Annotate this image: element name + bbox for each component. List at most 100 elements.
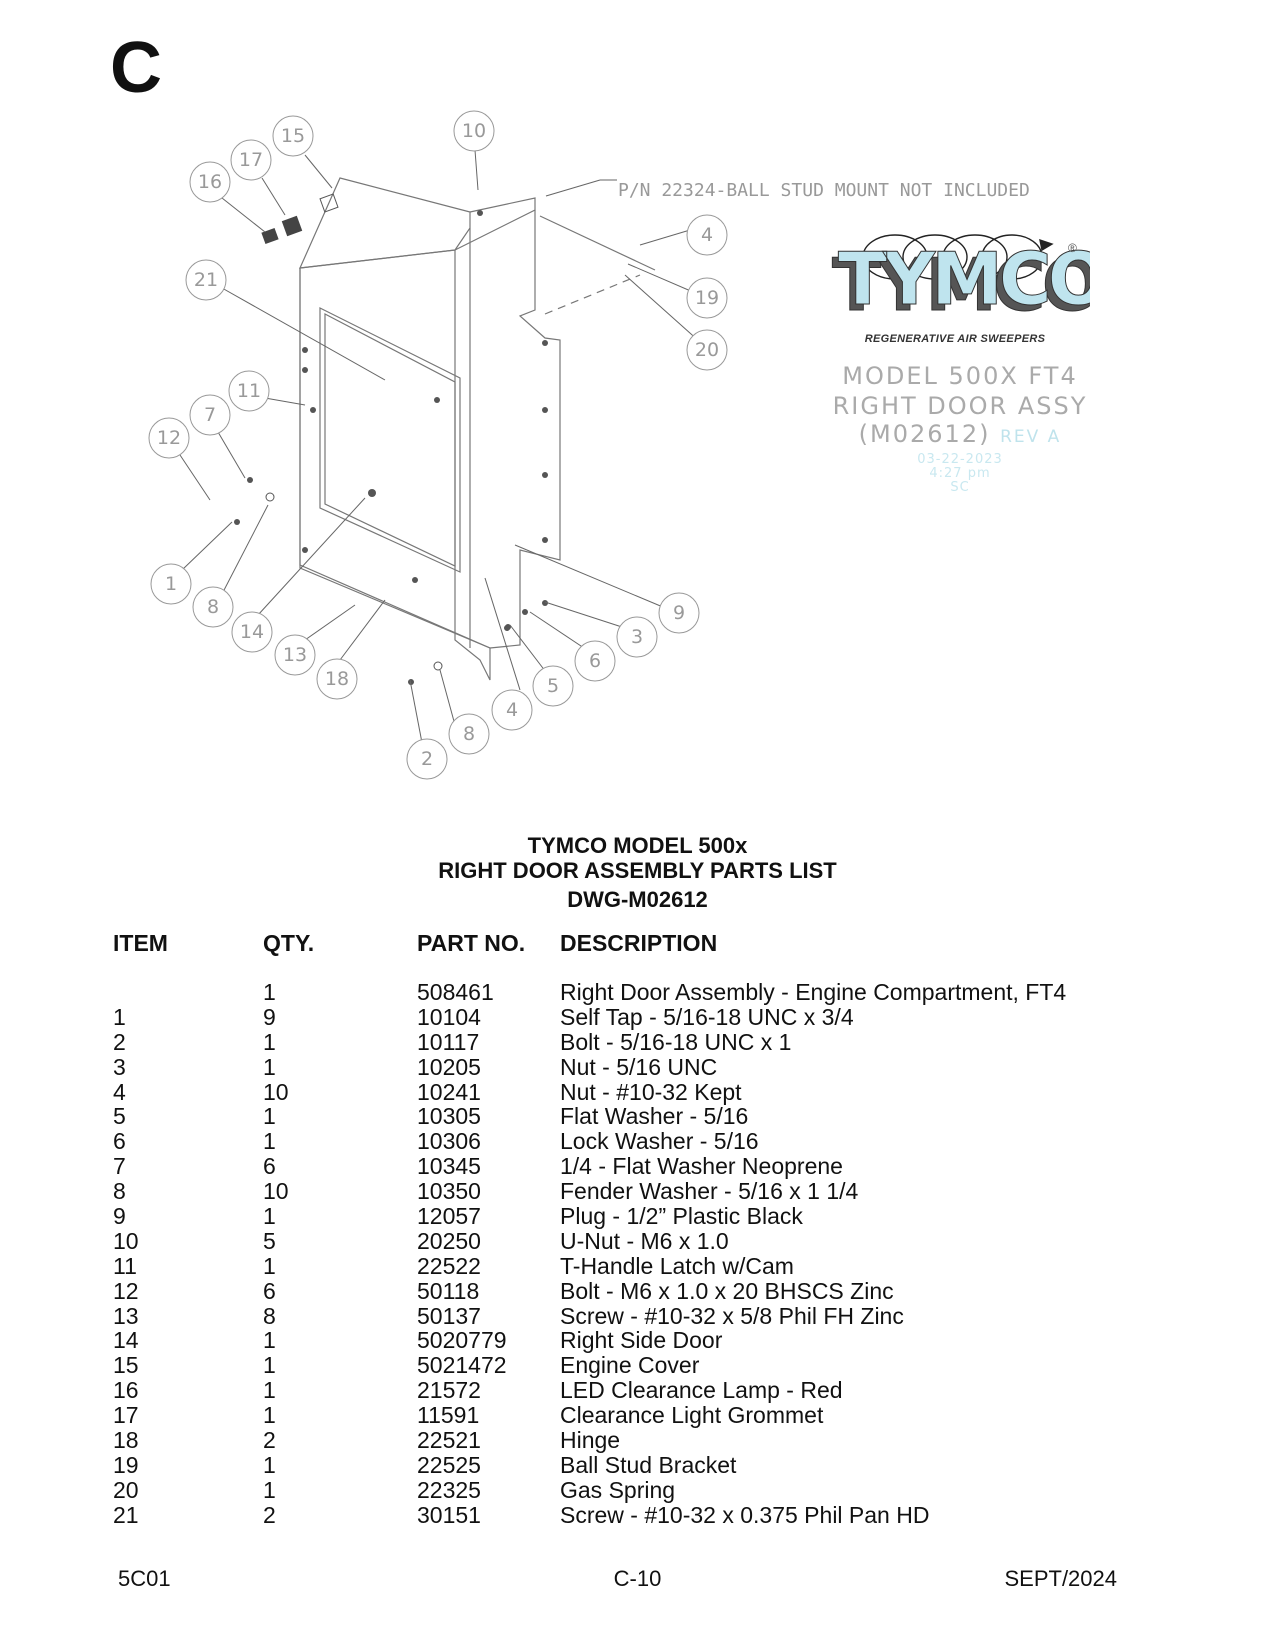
cell-qty: 2 bbox=[263, 1501, 276, 1528]
cell-part-no: 22325 bbox=[417, 1476, 481, 1503]
cell-item: 14 bbox=[113, 1327, 139, 1354]
header-qty: QTY. bbox=[263, 930, 315, 956]
table-row: 12 6 50118 Bolt - M6 x 1.0 x 20 BHSCS Zinc bbox=[113, 1279, 1160, 1304]
svg-text:12: 12 bbox=[157, 427, 181, 449]
svg-text:4: 4 bbox=[701, 224, 713, 246]
svg-text:7: 7 bbox=[204, 404, 216, 426]
gas-spring bbox=[539, 215, 656, 315]
stamp-time: 4:27 pm bbox=[929, 466, 991, 481]
cell-qty: 1 bbox=[263, 1451, 276, 1478]
cell-item: 11 bbox=[113, 1252, 137, 1279]
cell-qty: 1 bbox=[263, 1053, 276, 1080]
cell-qty: 6 bbox=[263, 1277, 276, 1304]
cell-part-no: 30151 bbox=[417, 1501, 481, 1528]
cell-item: 4 bbox=[113, 1078, 126, 1105]
callout-20: 20 bbox=[686, 329, 728, 371]
cell-part-no: 20250 bbox=[417, 1227, 481, 1254]
cell-item: 13 bbox=[113, 1302, 139, 1329]
cell-qty: 2 bbox=[263, 1427, 276, 1454]
callout-21: 21 bbox=[185, 259, 227, 301]
title-parts-list: RIGHT DOOR ASSEMBLY PARTS LIST bbox=[438, 858, 837, 883]
table-header-row: ITEM QTY. PART NO. DESCRIPTION bbox=[113, 930, 1160, 970]
logo-wordmark: TYMCO bbox=[838, 237, 1090, 321]
cell-description: Bolt - 5/16-18 UNC x 1 bbox=[560, 1028, 792, 1055]
cell-part-no: 11591 bbox=[417, 1402, 480, 1429]
callout-8a: 8 bbox=[192, 586, 234, 628]
cell-part-no: 22522 bbox=[417, 1252, 481, 1279]
svg-text:4: 4 bbox=[506, 699, 518, 721]
cell-item: 6 bbox=[113, 1128, 126, 1155]
svg-text:5: 5 bbox=[547, 675, 559, 697]
cell-item: 7 bbox=[113, 1153, 126, 1180]
cell-qty: 1 bbox=[263, 1352, 276, 1379]
callout-10: 10 bbox=[453, 110, 495, 152]
cell-item: 9 bbox=[113, 1203, 126, 1230]
cell-part-no: 22521 bbox=[417, 1427, 481, 1454]
stamp-drawing-number: (M02612) REV A bbox=[820, 420, 1100, 448]
callout-11: 11 bbox=[228, 370, 270, 412]
cell-qty: 1 bbox=[263, 1103, 276, 1130]
svg-text:1: 1 bbox=[165, 573, 177, 595]
cell-part-no: 50118 bbox=[417, 1277, 480, 1304]
cell-item: 18 bbox=[113, 1427, 139, 1454]
footer-page-number: C-10 bbox=[613, 1566, 662, 1591]
table-row: 6 1 10306 Lock Washer - 5/16 bbox=[113, 1129, 1160, 1154]
cell-description: Right Side Door bbox=[560, 1327, 723, 1354]
cell-description: Clearance Light Grommet bbox=[560, 1402, 824, 1429]
cell-description: Nut - #10-32 Kept bbox=[560, 1078, 742, 1105]
svg-text:15: 15 bbox=[281, 125, 305, 147]
cell-part-no: 10117 bbox=[417, 1028, 480, 1055]
footer-date: SEPT/2024 bbox=[1004, 1566, 1117, 1591]
clearance-lamps bbox=[261, 193, 339, 245]
cell-item: 12 bbox=[113, 1277, 139, 1304]
cell-qty: 1 bbox=[263, 1128, 276, 1155]
cell-description: Flat Washer - 5/16 bbox=[560, 1103, 749, 1130]
header-part-no: PART NO. bbox=[417, 930, 526, 956]
cell-item: 19 bbox=[113, 1451, 139, 1478]
cell-description: Gas Spring bbox=[560, 1476, 676, 1503]
svg-text:19: 19 bbox=[695, 287, 719, 309]
cell-part-no: 5021472 bbox=[417, 1352, 507, 1379]
cell-part-no: 50137 bbox=[417, 1302, 481, 1329]
cell-qty: 1 bbox=[263, 1252, 276, 1279]
cell-part-no: 10104 bbox=[417, 1003, 481, 1030]
callout-13: 13 bbox=[274, 634, 316, 676]
exploded-assembly-drawing: 15 17 16 10 21 11 7 12 1 8 14 13 18 4 19… bbox=[148, 110, 728, 780]
callout-8b: 8 bbox=[448, 713, 490, 755]
cell-part-no: 10306 bbox=[417, 1128, 481, 1155]
cell-description: Fender Washer - 5/16 x 1 1/4 bbox=[560, 1178, 859, 1205]
cell-description: Nut - 5/16 UNC bbox=[560, 1053, 718, 1080]
cell-qty: 1 bbox=[263, 1327, 276, 1354]
cell-description: Engine Cover bbox=[560, 1352, 700, 1379]
callout-12: 12 bbox=[148, 417, 190, 459]
callout-2: 2 bbox=[406, 738, 448, 780]
cell-qty: 9 bbox=[263, 1003, 276, 1030]
svg-text:21: 21 bbox=[194, 269, 218, 291]
cell-item: 10 bbox=[113, 1227, 139, 1254]
cell-item: 5 bbox=[113, 1103, 126, 1130]
cell-description: T-Handle Latch w/Cam bbox=[560, 1252, 794, 1279]
cell-qty: 1 bbox=[263, 1402, 276, 1429]
cell-description: Lock Washer - 5/16 bbox=[560, 1128, 759, 1155]
cell-part-no: 22525 bbox=[417, 1451, 481, 1478]
parts-list-title: TYMCO MODEL 500x RIGHT DOOR ASSEMBLY PAR… bbox=[0, 833, 1275, 912]
stamp-assembly: RIGHT DOOR ASSY bbox=[832, 392, 1088, 420]
callout-6: 6 bbox=[574, 640, 616, 682]
cell-description: Bolt - M6 x 1.0 x 20 BHSCS Zinc bbox=[560, 1277, 894, 1304]
logo-swirl-icon bbox=[862, 234, 1054, 280]
callout-4b: 4 bbox=[491, 689, 533, 731]
registered-mark: ® bbox=[1068, 241, 1077, 255]
stamp-model: MODEL 500X FT4 bbox=[842, 362, 1078, 390]
cell-description: Right Door Assembly - Engine Compartment… bbox=[560, 979, 1067, 1005]
stamp-dwg: (M02612) bbox=[858, 420, 991, 448]
cell-part-no: 508461 bbox=[417, 979, 494, 1005]
